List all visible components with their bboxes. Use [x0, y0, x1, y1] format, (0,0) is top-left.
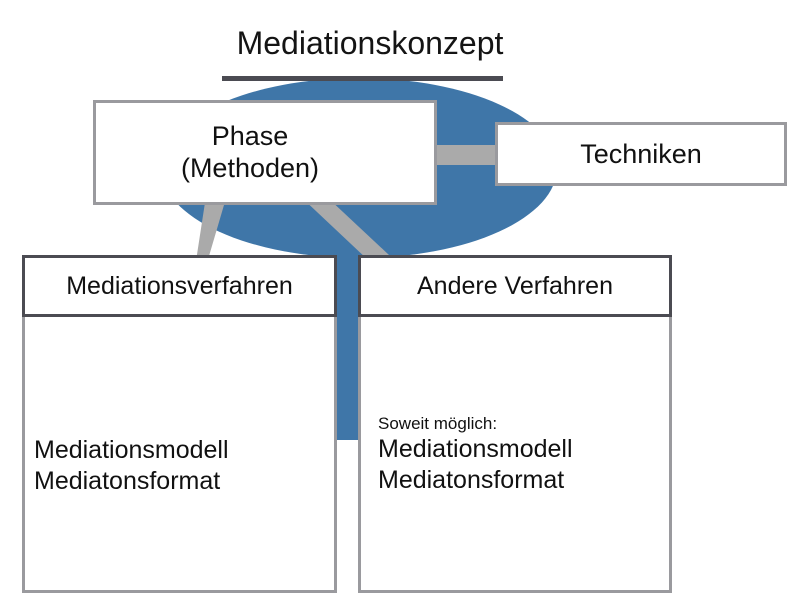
- node-techniken-label: Techniken: [580, 138, 702, 169]
- node-andere-verfahren-body-line1: Mediationsmodell: [378, 435, 573, 464]
- node-phase-line1: Phase: [211, 120, 289, 151]
- page-title: Mediationskonzept: [236, 25, 504, 61]
- node-phase[interactable]: Phase (Methoden): [93, 100, 437, 205]
- title-underline-rule: [222, 76, 503, 81]
- node-mediationsverfahren-body-text: Mediationsmodell Mediatonsformat: [34, 435, 229, 496]
- node-phase-line2: (Methoden): [180, 152, 320, 183]
- node-mediationsverfahren-header: Mediationsverfahren: [22, 255, 337, 317]
- blue-connector-stem: [337, 230, 359, 440]
- node-phase-label: Phase (Methoden): [181, 121, 349, 185]
- node-mediationsverfahren-body-line2: Mediatonsformat: [34, 466, 221, 495]
- node-techniken[interactable]: Techniken: [495, 122, 787, 186]
- node-andere-verfahren-body-line2: Mediatonsformat: [378, 465, 565, 494]
- node-mediationsverfahren-header-label: Mediationsverfahren: [66, 271, 293, 300]
- node-andere-verfahren-header: Andere Verfahren: [358, 255, 672, 317]
- node-andere-verfahren-body-text: Soweit möglich: Mediationsmodell Mediato…: [378, 413, 573, 495]
- node-andere-verfahren[interactable]: Andere Verfahren: [358, 255, 672, 593]
- node-andere-verfahren-header-label: Andere Verfahren: [417, 271, 613, 300]
- node-andere-verfahren-body-note: Soweit möglich:: [378, 414, 498, 433]
- node-mediationsverfahren[interactable]: Mediationsverfahren: [22, 255, 337, 593]
- node-mediationsverfahren-body-line1: Mediationsmodell: [34, 436, 229, 464]
